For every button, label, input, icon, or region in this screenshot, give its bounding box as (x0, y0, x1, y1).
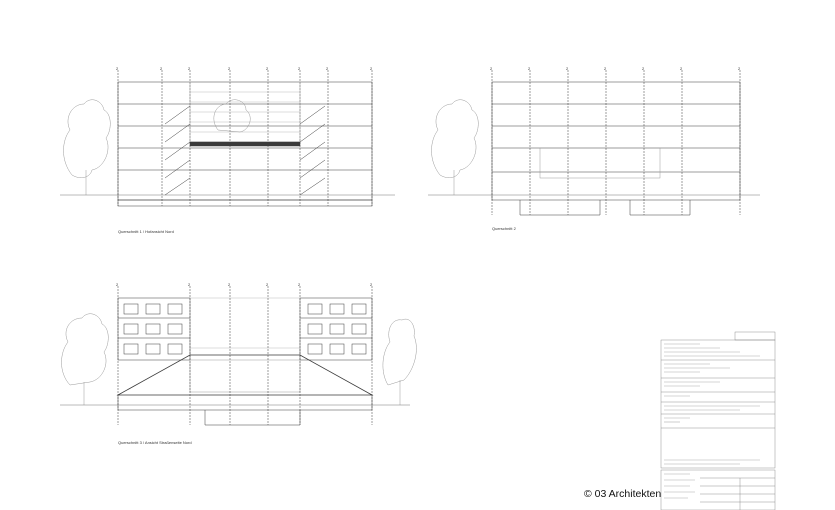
stair-left (164, 105, 191, 196)
svg-text:2: 2 (228, 282, 231, 287)
section-2-caption: Querschnitt 2 (492, 226, 516, 231)
svg-text:2: 2 (680, 66, 683, 71)
svg-text:2: 2 (326, 66, 329, 71)
title-block (660, 331, 776, 510)
cross-section-3: 2 2 2 2 2 2 (60, 282, 417, 426)
svg-text:2: 2 (566, 66, 569, 71)
svg-text:2: 2 (228, 66, 231, 71)
svg-text:2: 2 (642, 66, 645, 71)
svg-text:2: 2 (116, 282, 119, 287)
svg-text:2: 2 (266, 66, 269, 71)
cross-section-1: 2 2 2 2 2 2 2 2 (60, 66, 395, 207)
svg-text:2: 2 (370, 66, 373, 71)
svg-text:2: 2 (370, 282, 373, 287)
svg-text:2: 2 (298, 282, 301, 287)
cross-section-2: 2 2 2 2 2 2 2 (428, 66, 760, 216)
svg-text:2: 2 (116, 66, 119, 71)
svg-text:2: 2 (266, 282, 269, 287)
copyright-notice: © 03 Architekten (584, 488, 662, 500)
svg-text:2: 2 (298, 66, 301, 71)
tree-outline-left (63, 99, 111, 178)
svg-text:2: 2 (160, 66, 163, 71)
svg-text:2: 2 (738, 66, 741, 71)
svg-text:2: 2 (188, 66, 191, 71)
svg-text:2: 2 (490, 66, 493, 71)
section-3-caption: Querschnitt 3 / Ansicht Straßenseite Nor… (118, 440, 192, 445)
stair-right (299, 105, 326, 196)
svg-text:2: 2 (188, 282, 191, 287)
svg-text:2: 2 (604, 66, 607, 71)
section-1-caption: Querschnitt 1 / Hofansicht Nord (118, 229, 174, 234)
svg-text:2: 2 (528, 66, 531, 71)
